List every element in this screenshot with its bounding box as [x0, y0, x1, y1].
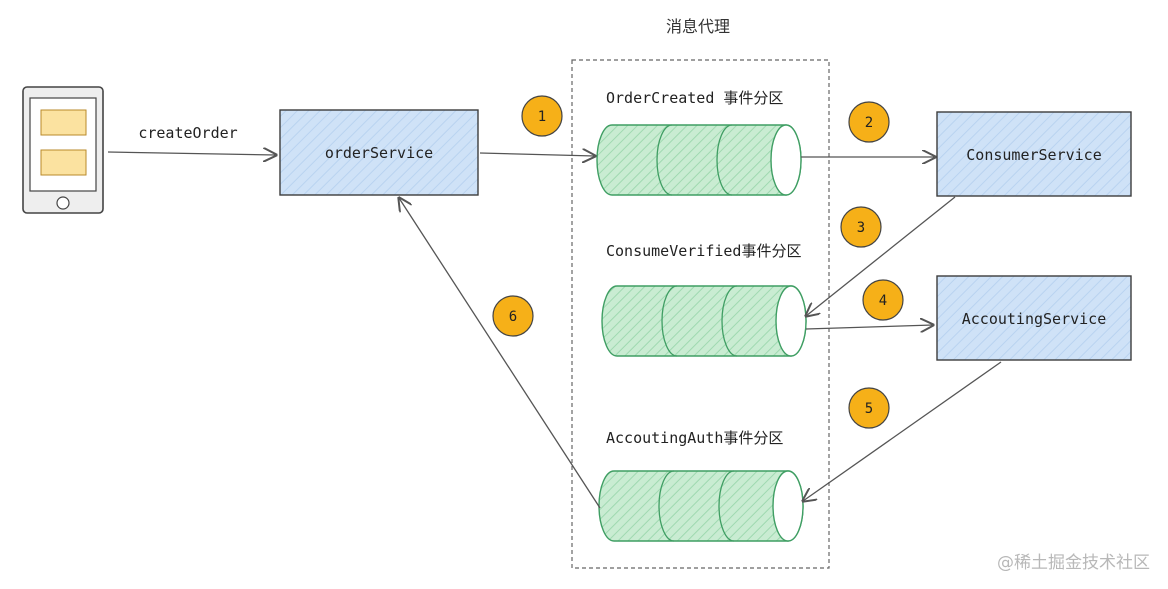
- svg-text:4: 4: [879, 293, 887, 309]
- screen-card-top: [40, 109, 87, 136]
- message-broker: 消息代理: [571, 17, 830, 569]
- partition-consume-verified: [601, 285, 807, 357]
- partition-order-created: [596, 124, 802, 196]
- svg-text:3: 3: [857, 220, 865, 236]
- step-badge-5: 5: [848, 387, 890, 429]
- watermark: @稀土掘金技术社区: [997, 553, 1150, 573]
- step-badge-3: 3: [840, 206, 882, 248]
- create-order-label: createOrder: [138, 124, 237, 142]
- partition-label-consume-verified: ConsumeVerified事件分区: [606, 242, 801, 260]
- partition-accounting-auth: [598, 470, 804, 542]
- consumer-service-label: ConsumerService: [966, 146, 1101, 164]
- arrow-accounting-service-to-auth-partition: [803, 361, 1002, 501]
- step-badge-2: 2: [848, 101, 890, 143]
- screen-card-bottom: [40, 149, 87, 176]
- svg-text:1: 1: [538, 109, 546, 125]
- arrow-order-service-to-partition: [479, 153, 595, 156]
- order-service-label: orderService: [325, 144, 433, 162]
- svg-text:5: 5: [865, 401, 873, 417]
- arrow-verified-partition-to-accounting-service: [805, 325, 933, 329]
- broker-title: 消息代理: [666, 17, 730, 36]
- accounting-service-box: AccoutingService: [936, 275, 1132, 361]
- svg-text:6: 6: [509, 309, 517, 325]
- accounting-service-label: AccoutingService: [962, 310, 1107, 328]
- step-badge-6: 6: [492, 295, 534, 337]
- home-button-icon: [56, 196, 70, 210]
- partition-label-accounting-auth: AccoutingAuth事件分区: [606, 429, 783, 447]
- arrow-auth-partition-to-order-service: [399, 198, 601, 509]
- partition-label-order-created: OrderCreated 事件分区: [606, 89, 783, 107]
- order-service-box: orderService: [279, 109, 479, 196]
- consumer-service-box: ConsumerService: [936, 111, 1132, 197]
- mobile-client: [22, 86, 104, 214]
- svg-text:2: 2: [865, 115, 873, 131]
- arrow-client-to-order-service: [107, 152, 276, 155]
- broker-boundary: [571, 59, 830, 569]
- arrow-consumer-service-to-verified-partition: [806, 196, 956, 316]
- step-badge-4: 4: [862, 279, 904, 321]
- step-badge-1: 1: [521, 95, 563, 137]
